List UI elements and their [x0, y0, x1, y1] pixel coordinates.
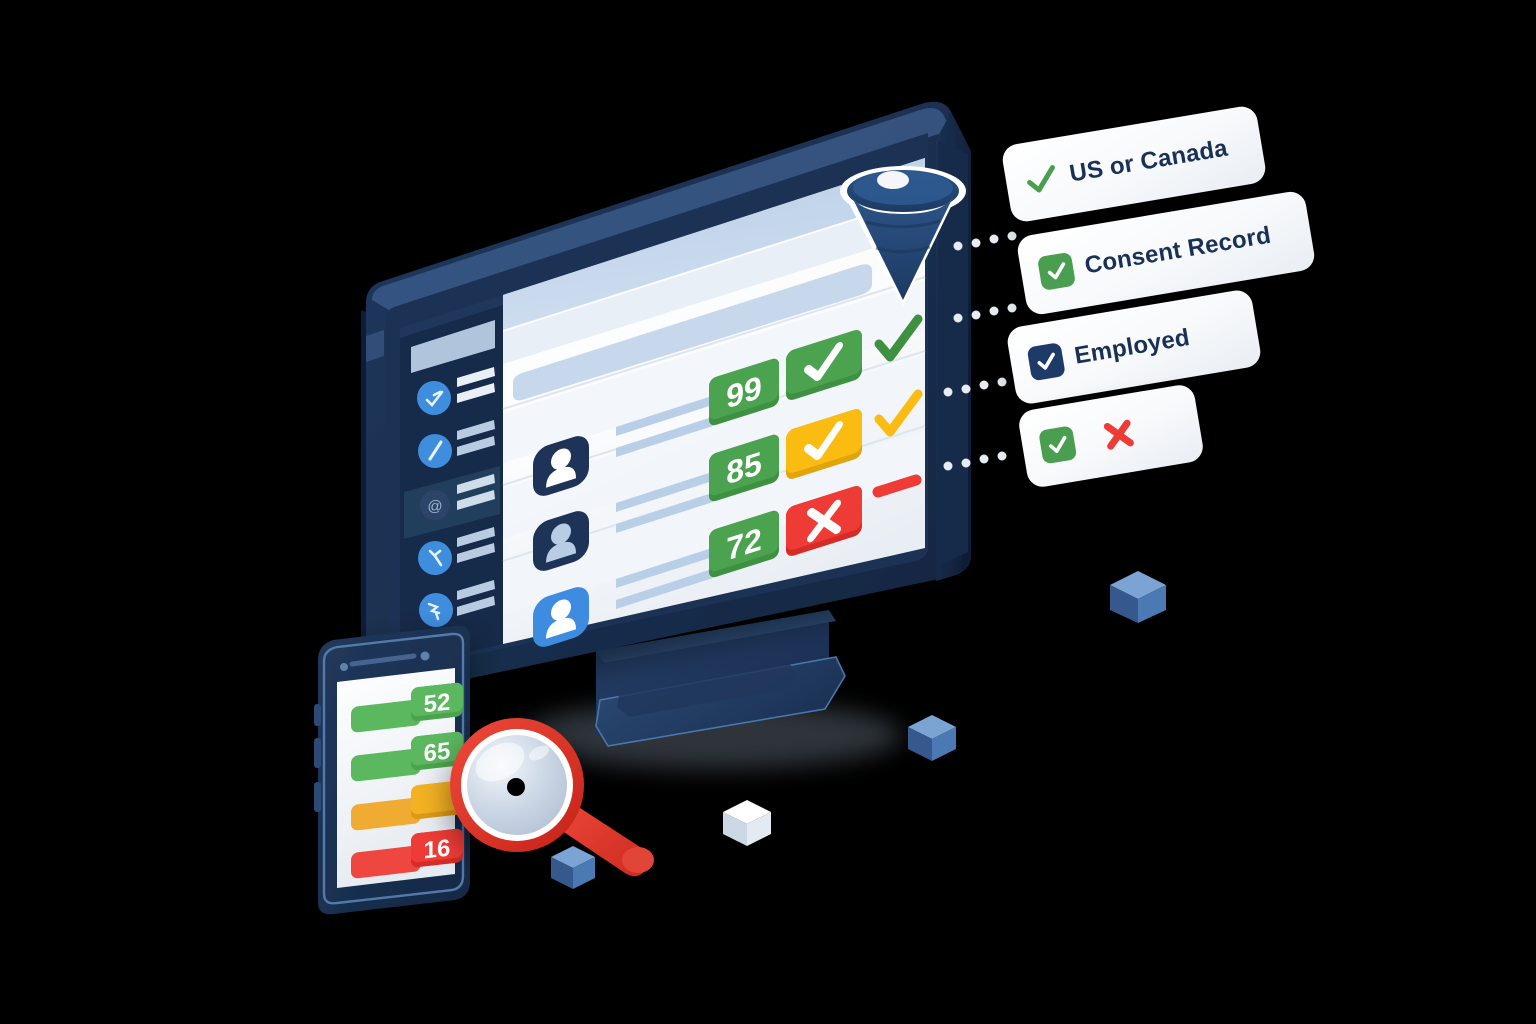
at-icon: @ [427, 498, 442, 515]
filter-card-label: US or Canada [1067, 134, 1230, 188]
filter-card-label: Employed [1072, 323, 1192, 370]
score-badge-85: 85 [709, 434, 779, 502]
phone: 52 65 [314, 625, 470, 915]
filter-tool-icon [427, 602, 441, 621]
phone-row-3 [351, 780, 463, 831]
topbar-indicator [877, 171, 909, 189]
monitor-stand [595, 610, 846, 747]
phone-row-2: 65 [351, 731, 463, 782]
cube-blue-3 [551, 846, 595, 889]
status-badge-cross-red [786, 486, 862, 556]
sidebar-item-2[interactable] [418, 420, 495, 468]
sidebar-items: @ [404, 367, 500, 627]
sidebar-item-5[interactable] [419, 580, 495, 627]
connector-dots [943, 231, 1017, 471]
filter-card-label: Consent Record [1082, 221, 1273, 280]
pen-icon [428, 440, 443, 461]
filter-card-us-or-canada[interactable]: US or Canada [1000, 104, 1268, 224]
sidebar-item-1[interactable] [417, 367, 495, 415]
filter-card-employed[interactable]: Employed [1005, 288, 1263, 406]
phone-row-4: 16 [351, 828, 463, 879]
score-badge-72: 72 [709, 510, 779, 578]
check-icon [1022, 160, 1061, 199]
x-mark-icon[interactable] [1097, 413, 1141, 457]
status-badge-check-green [786, 330, 862, 400]
checkbox-checked-green-icon[interactable] [1036, 251, 1077, 291]
wrench-icon [428, 549, 443, 567]
verdict-check-yellow [874, 389, 923, 437]
phone-row-1: 52 [351, 682, 463, 733]
sidebar-item-4[interactable] [418, 527, 495, 575]
funnel-icon [840, 166, 966, 306]
filter-card-approve-reject[interactable] [1016, 382, 1206, 490]
cube-blue-2 [908, 715, 956, 761]
filter-card-consent-record[interactable]: Consent Record [1015, 189, 1317, 317]
phone-score: 16 [424, 835, 451, 865]
checkbox-checked-navy-icon[interactable] [1026, 342, 1066, 382]
rocket-icon [425, 390, 444, 407]
candidate-table: 99 85 72 [502, 276, 926, 647]
phone-score: 52 [424, 689, 451, 719]
cube-blue-1 [1110, 571, 1166, 623]
checkbox-checked-green-icon[interactable] [1038, 425, 1078, 465]
search-input[interactable] [513, 264, 872, 401]
phone-score: 65 [424, 738, 451, 768]
status-badge-check-yellow [786, 409, 862, 479]
verdict-check-green [874, 314, 923, 362]
verdict-dash-red [872, 474, 922, 498]
sidebar-item-3[interactable]: @ [420, 474, 495, 520]
cube-white [723, 800, 771, 846]
magnifying-glass [450, 718, 654, 877]
score-badge-99: 99 [709, 358, 779, 426]
